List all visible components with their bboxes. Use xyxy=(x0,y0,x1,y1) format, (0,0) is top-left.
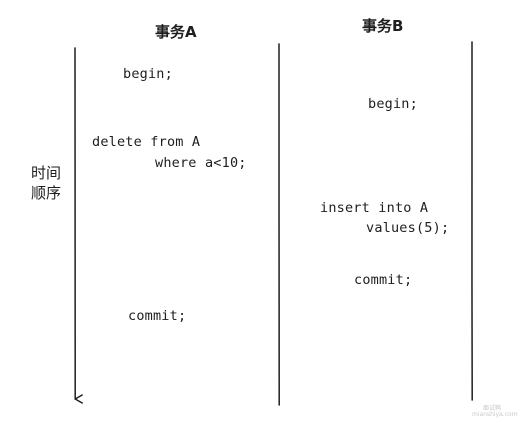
transaction-b-insert-line1: insert into A xyxy=(320,200,429,216)
transaction-a-begin: begin; xyxy=(123,66,173,82)
time-order-label: 时间 顺序 xyxy=(31,163,61,203)
time-order-label-line2: 顺序 xyxy=(31,184,62,202)
transaction-b-title: 事务B xyxy=(362,17,404,35)
transaction-a-title: 事务A xyxy=(155,23,197,41)
transaction-b-commit: commit; xyxy=(354,272,413,288)
transaction-a-delete-line1: delete from A xyxy=(92,134,201,150)
watermark-url-text: mianshiya.com xyxy=(472,411,518,418)
watermark-logo-text: 面试鸭 xyxy=(483,405,502,412)
transaction-b-insert-line2: values(5); xyxy=(366,220,450,236)
transaction-a-commit: commit; xyxy=(128,308,187,324)
transaction-b-begin: begin; xyxy=(368,96,418,112)
transaction-a-delete-line2: where a<10; xyxy=(155,155,247,171)
time-order-label-line1: 时间 xyxy=(31,164,62,182)
